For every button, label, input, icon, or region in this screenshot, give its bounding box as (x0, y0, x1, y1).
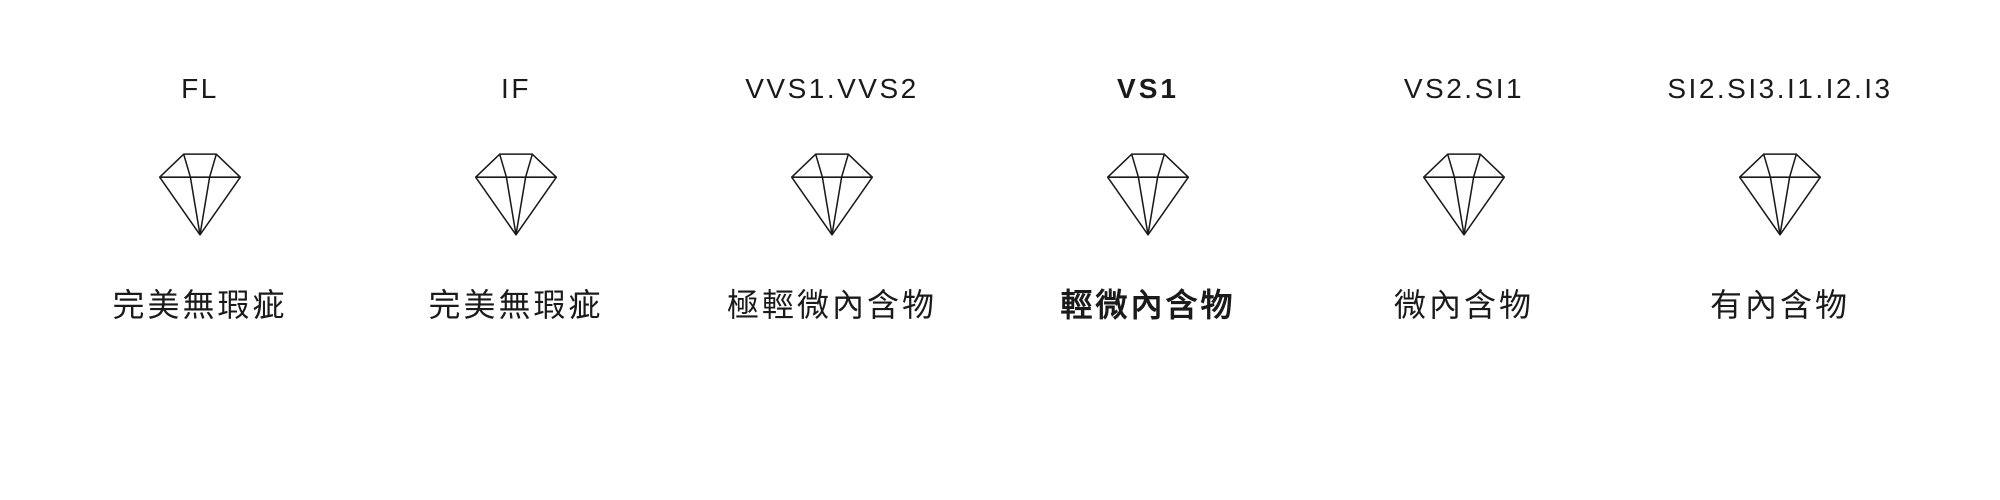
clarity-grade-column-if: IF 完美無瑕疵 (376, 72, 656, 326)
clarity-grade-column-fl: FL 完美無瑕疵 (60, 72, 340, 326)
grade-description: 極輕微內含物 (726, 287, 937, 323)
diamond-outline-icon (784, 146, 880, 242)
grade-label: IF (501, 73, 531, 104)
diamond-outline-icon (468, 146, 564, 242)
grade-label: SI2.SI3.I1.I2.I3 (1667, 73, 1893, 104)
grade-description: 完美無瑕疵 (112, 287, 288, 323)
clarity-grade-column-si2-i3: SI2.SI3.I1.I2.I3 有內含物 (1640, 72, 1920, 326)
diamond-outline-icon (1732, 146, 1828, 242)
grade-label: FL (181, 73, 219, 104)
grade-description: 完美無瑕疵 (428, 287, 604, 323)
grade-label: VS1 (1117, 73, 1179, 104)
grade-description: 輕微內含物 (1060, 287, 1236, 323)
grade-label: VS2.SI1 (1403, 73, 1525, 104)
clarity-grade-column-vs1: VS1 輕微內含物 (1008, 72, 1288, 326)
grade-description: 有內含物 (1709, 287, 1850, 323)
diamond-outline-icon (1416, 146, 1512, 242)
diamond-outline-icon (1100, 146, 1196, 242)
clarity-grade-column-vvs: VVS1.VVS2 極輕微內含物 (692, 72, 972, 326)
grade-description: 微內含物 (1393, 287, 1534, 323)
grade-label: VVS1.VVS2 (745, 73, 919, 104)
clarity-scale: FL 完美無瑕疵 IF (60, 72, 1920, 326)
clarity-grade-column-vs2-si1: VS2.SI1 微內含物 (1324, 72, 1604, 326)
diamond-outline-icon (152, 146, 248, 242)
